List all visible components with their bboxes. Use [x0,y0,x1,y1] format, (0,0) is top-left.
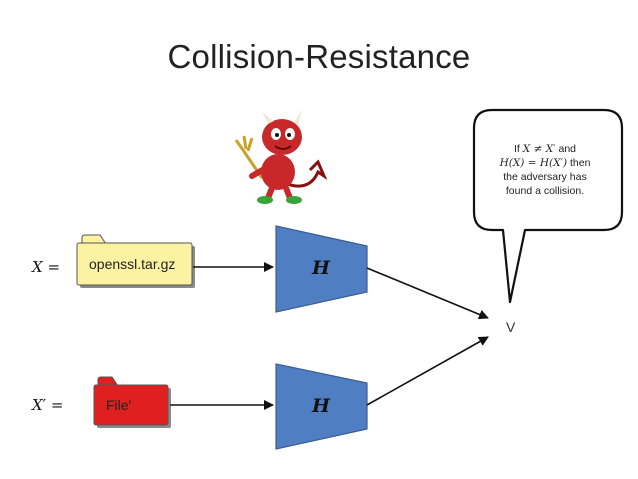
bubble-line-3: the adversary has [503,171,587,183]
variable-label-x-prime: X′ = [32,396,64,414]
bubble-line-1: If X ≠ X′ and [486,142,604,156]
arrow-hash-top-to-result [366,267,489,320]
hash-block-bottom [275,363,368,450]
result-mark: V [506,319,516,335]
file-label-top: openssl.tar.gz [89,256,176,272]
file-folder-bottom [93,376,171,428]
bubble-text: If X ≠ X′ and H(X) = H(X′) then the adve… [486,142,604,198]
arrow-hash-bottom-to-result [366,336,489,406]
hash-label-top: H [312,257,330,279]
devil-mascot-icon [234,110,328,204]
file-label-bottom: File′ [106,397,132,413]
slide-title: Collision-Resistance [167,38,471,75]
bubble-line-1-prefix: If [513,143,520,155]
bubble-line-1-math: X ≠ X′ [522,143,556,155]
bubble-line-4: found a collision. [505,185,585,197]
bubble-line-2-suffix: then [570,157,591,169]
speech-bubble [472,108,624,304]
variable-label-x: X = [32,258,61,276]
bubble-line-2: H(X) = H(X′) then [486,156,604,170]
hash-label-bottom: H [312,395,330,417]
file-folder-top [76,234,195,288]
bubble-line-2-math: H(X) = H(X′) [499,157,568,169]
hash-block-top [275,225,368,313]
bubble-line-1-suffix: and [558,143,577,155]
